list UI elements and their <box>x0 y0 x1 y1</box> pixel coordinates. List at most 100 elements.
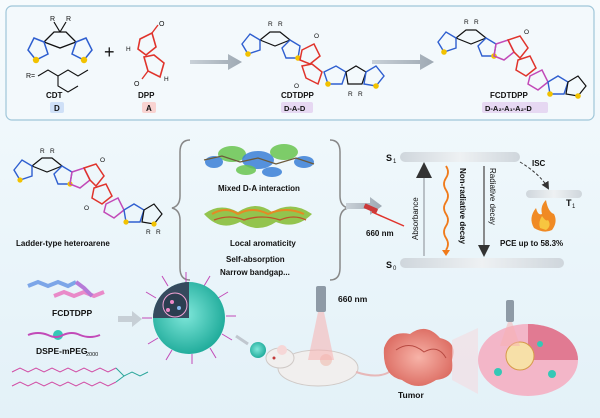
ladder-r3: R <box>146 229 151 236</box>
cdt-r1: R <box>50 16 55 23</box>
sulfur-atom-icon <box>245 51 251 57</box>
cdt-structure: R R R= <box>26 16 93 93</box>
ladder-o1: O <box>100 157 105 164</box>
nanoparticle-illustration <box>142 272 236 364</box>
s0-level <box>400 258 564 268</box>
dpp-nh1: H <box>126 46 131 53</box>
cdtdpp-r4: R <box>358 91 363 98</box>
reaction-arrow-2 <box>372 54 434 70</box>
isc-label: ISC <box>532 159 546 168</box>
cdtdpp-o1: O <box>314 33 319 40</box>
cdt-role-badge <box>50 102 64 113</box>
sulfur-atom-icon <box>575 93 581 99</box>
s0-sub: 0 <box>393 266 397 272</box>
injection-arrow <box>235 334 249 346</box>
local-aromaticity-label: Local aromaticity <box>230 239 296 248</box>
ladder-o2: O <box>84 205 89 212</box>
cdtdpp-r2: R <box>278 21 283 28</box>
fcdtdpp-role-badge <box>482 102 548 113</box>
flame-icon <box>531 200 556 232</box>
fcdtdpp-role: D-A₂-A₁-A₂-D <box>485 104 532 113</box>
dspe-mpeg-icon <box>27 330 101 340</box>
left-brace <box>171 139 191 281</box>
narrow-bandgap-label: Narrow bandgap... <box>220 268 290 277</box>
plus-sign: + <box>104 42 115 62</box>
tumor-label: Tumor <box>398 390 425 400</box>
cdtdpp-r1: R <box>268 21 273 28</box>
cdtdpp-o2: O <box>294 83 299 90</box>
cdt-role: D <box>54 104 60 113</box>
r-definition: R= <box>26 73 35 80</box>
s1-level <box>400 152 520 162</box>
sulfur-atom-icon <box>17 177 23 183</box>
to-nanoparticle-arrow <box>118 311 142 327</box>
fcdtdpp-r1: R <box>464 19 469 26</box>
fcdtdpp-ribbon-icon <box>27 279 105 299</box>
t1-level <box>526 190 582 198</box>
ladder-type-label: Ladder-type heteroarene <box>16 239 110 248</box>
ladder-r1: R <box>40 148 45 155</box>
cdtdpp-r3: R <box>348 91 353 98</box>
mixed-da-label: Mixed D-A interaction <box>218 184 300 193</box>
sulfur-atom-icon <box>441 49 447 55</box>
fcdtdpp-label: FCDTDPP <box>490 91 528 100</box>
cdt-r2: R <box>66 16 71 23</box>
fcdtdpp-structure: O R R <box>437 19 587 99</box>
nonradiative-label: Non-radiative decay <box>458 168 467 245</box>
cdt-label: CDT <box>46 91 63 100</box>
mixed-da-orbital-image <box>203 144 315 177</box>
sulfur-atom-icon <box>325 81 331 87</box>
dpp-role: A <box>146 104 152 113</box>
excitation-label: 660 nm <box>366 229 394 238</box>
sulfur-atom-icon <box>32 56 40 64</box>
t1-sub: 1 <box>572 204 576 210</box>
radiative-label: Radiative decay <box>488 168 497 225</box>
dpp-o2: O <box>134 81 140 88</box>
sulfur-atom-icon <box>373 83 379 89</box>
ladder-heteroarene-structure: O O R R R R <box>13 148 163 236</box>
small-nanoparticle-icon <box>250 342 266 358</box>
dpp-structure: O O H H <box>126 21 169 88</box>
ladder-r2: R <box>50 148 55 155</box>
dpp-nh2: H <box>164 76 169 83</box>
isc-arrow <box>519 161 549 190</box>
laser-pen-icon <box>363 203 378 214</box>
local-aromaticity-image <box>204 206 312 228</box>
dspe-label: DSPE-mPEG <box>36 346 88 356</box>
sulfur-atom-icon <box>151 221 157 227</box>
nonradiative-wave <box>443 165 449 251</box>
tumor-tissue-illustration <box>383 328 454 386</box>
laser-label: 660 nm <box>338 294 368 304</box>
t1-label: T <box>566 198 572 208</box>
cdtdpp-role: D-A-D <box>284 104 306 113</box>
jablonski-diagram: S 1 S 0 T 1 Absorbance Non-radiative dec… <box>363 152 582 272</box>
right-brace <box>329 139 349 281</box>
self-absorption-label: Self-absorption <box>226 255 285 264</box>
s1-sub: 1 <box>393 159 397 165</box>
reaction-arrow-1 <box>190 54 242 70</box>
sulfur-atom-icon <box>80 56 88 64</box>
sulfur-atom-icon <box>123 219 129 225</box>
s0-label: S <box>386 260 392 270</box>
absorbance-label: Absorbance <box>411 197 420 240</box>
zoom-cone <box>452 328 478 394</box>
fcdtdpp-r2: R <box>474 19 479 26</box>
dpp-o1: O <box>159 21 165 28</box>
cdtdpp-structure: R R O O R R <box>241 21 385 98</box>
excitation-beam <box>371 211 405 227</box>
cdtdpp-role-badge <box>281 102 313 113</box>
tumor-cell-illustration <box>478 300 578 396</box>
laser-illustration <box>308 286 334 360</box>
dpp-label: DPP <box>138 91 155 100</box>
ladder-r4: R <box>156 229 161 236</box>
pce-label: PCE up to 58.3% <box>500 239 563 248</box>
dpp-role-badge <box>142 102 156 113</box>
mouse-illustration <box>265 345 393 387</box>
fcdtdpp-o1: O <box>524 29 529 36</box>
dspe-sub: 2000 <box>86 352 98 358</box>
sulfur-atom-icon <box>547 91 553 97</box>
s1-label: S <box>386 153 392 163</box>
dspe-chemical-structure <box>11 367 149 387</box>
